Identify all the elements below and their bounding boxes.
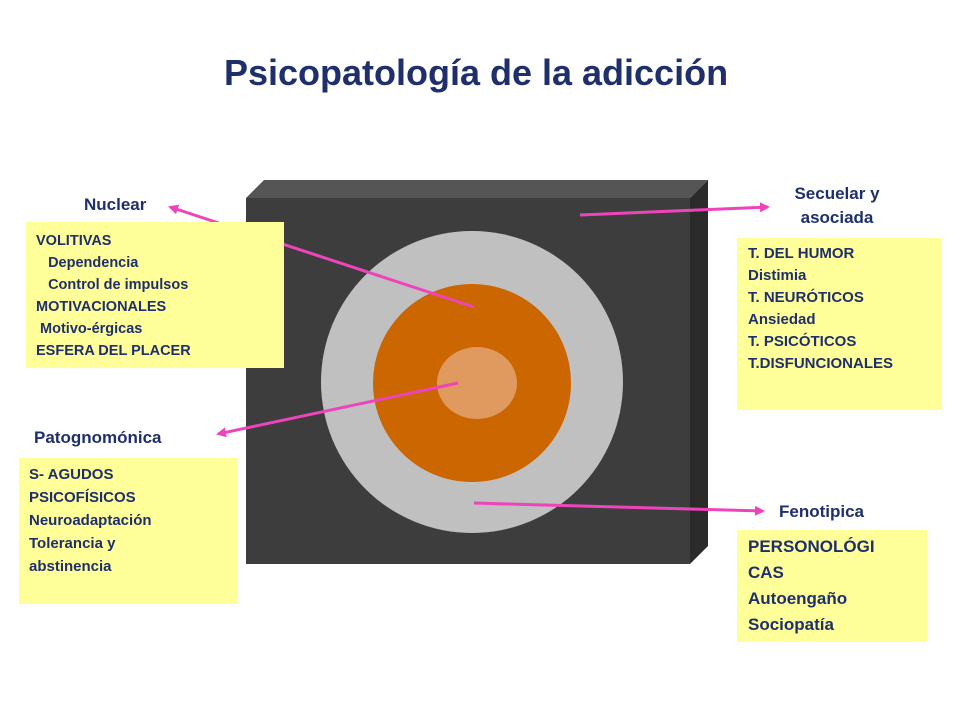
patognomonica-line: Tolerancia y	[29, 535, 116, 552]
secuelar-box: T. DEL HUMOR Distimia T. NEURÓTICOS Ansi…	[737, 238, 941, 410]
secuelar-label-line: Secuelar y	[794, 184, 880, 203]
patognomonica-line: abstinencia	[29, 558, 112, 575]
nuclear-line: VOLITIVAS	[36, 233, 112, 249]
secuelar-line: T.DISFUNCIONALES	[748, 355, 894, 372]
fenotipica-line: Autoengaño	[748, 589, 848, 608]
fenotipica-label: Fenotipica	[779, 502, 865, 521]
arrow-to-fenotipica	[473, 501, 765, 516]
fenotipica-line: PERSONOLÓGI	[748, 537, 875, 556]
secuelar-line: T. PSICÓTICOS	[748, 333, 857, 350]
cube-side-face	[690, 180, 708, 564]
nuclear-line: Dependencia	[36, 255, 139, 271]
secuelar-line: Distimia	[748, 267, 807, 284]
nuclear-label: Nuclear	[84, 195, 147, 214]
arrow-to-secuelar	[579, 202, 770, 217]
secuelar-label-line: asociada	[800, 208, 874, 227]
arrow-to-patognomonica	[216, 381, 459, 438]
fenotipica-box: PERSONOLÓGI CAS Autoengaño Sociopatía	[737, 530, 927, 642]
fenotipica-line: Sociopatía	[748, 615, 834, 634]
patognomonica-line: PSICOFÍSICOS	[29, 489, 136, 506]
patognomonica-box: S- AGUDOS PSICOFÍSICOS Neuroadaptación T…	[19, 458, 238, 604]
fenotipica-line: CAS	[748, 563, 784, 582]
core-patognomonica	[437, 347, 517, 419]
secuelar-line: Ansiedad	[748, 311, 816, 328]
secuelar-line: T. DEL HUMOR	[748, 245, 855, 262]
nuclear-line: MOTIVACIONALES	[36, 299, 167, 315]
nuclear-line: ESFERA DEL PLACER	[36, 343, 191, 359]
patognomonica-label: Patognomónica	[34, 428, 162, 447]
patognomonica-line: S- AGUDOS	[29, 466, 114, 483]
nuclear-line: Motivo-érgicas	[36, 321, 143, 337]
secuelar-line: T. NEURÓTICOS	[748, 289, 864, 306]
nuclear-line: Control de impulsos	[36, 277, 189, 293]
patognomonica-line: Neuroadaptación	[29, 512, 152, 529]
cube-top-face	[246, 180, 708, 198]
secuelar-label: Secuelar y asociada	[772, 182, 902, 230]
page-title: Psicopatología de la adicción	[223, 52, 729, 93]
nuclear-box: VOLITIVAS Dependencia Control de impulso…	[26, 222, 284, 368]
